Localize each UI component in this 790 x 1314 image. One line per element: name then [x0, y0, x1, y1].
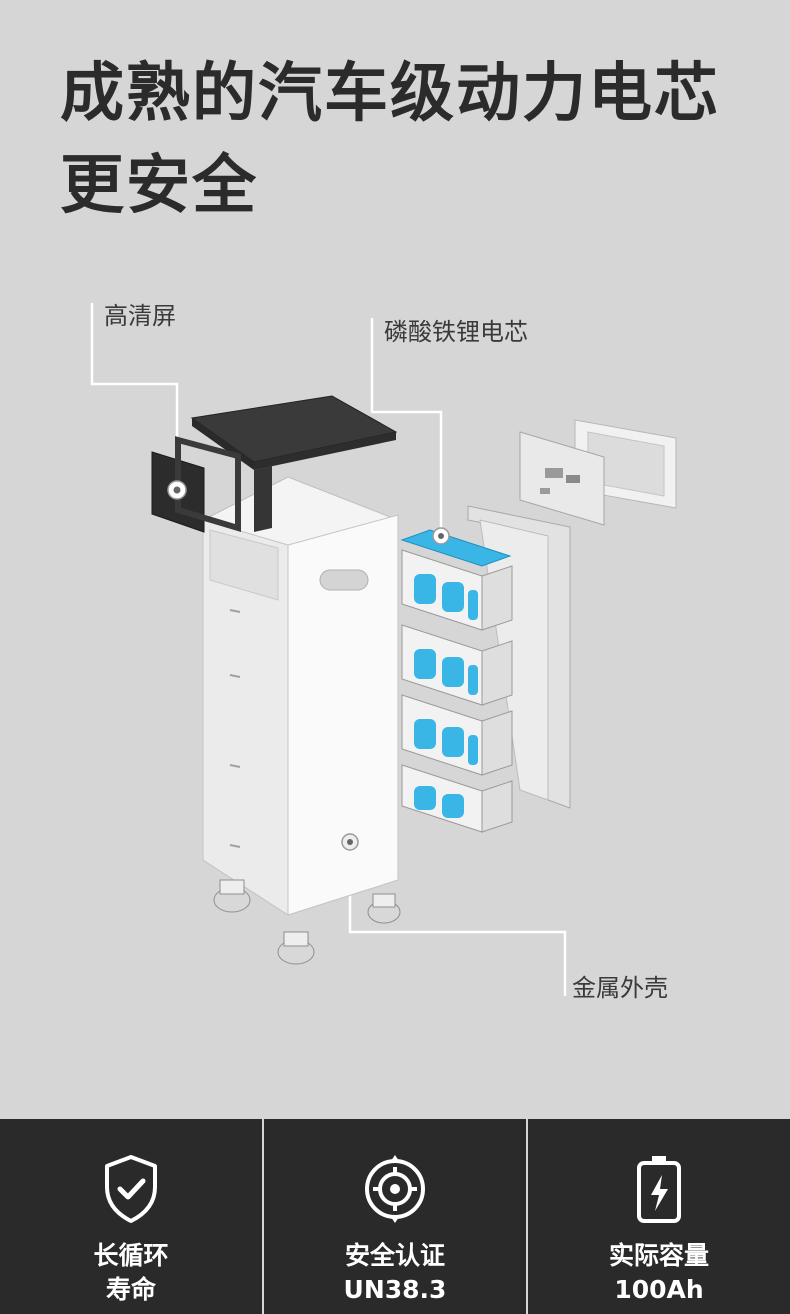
feature-cycle-life: 长循环 寿命 [0, 1119, 264, 1314]
feature-title: 安全认证 [344, 1241, 445, 1270]
feature-subtitle: UN38.3 [343, 1275, 447, 1304]
cell-module-3 [401, 694, 513, 776]
headline-line-2: 更安全 [60, 149, 258, 223]
feature-bar: 长循环 寿命 安全认证 UN38.3 实际容量 100Ah [0, 1119, 790, 1314]
shell-marker [341, 833, 359, 851]
battery-cell-stack [400, 529, 513, 833]
cell-module-4 [401, 764, 513, 833]
carry-handle [319, 569, 369, 591]
headline: 成熟的汽车级动力电芯 更安全 [60, 48, 760, 232]
cells-leader-line [370, 318, 443, 536]
feature-capacity: 实际容量 100Ah [528, 1119, 790, 1314]
cells-marker [432, 527, 450, 545]
cells-callout-label: 磷酸铁锂电芯 [384, 318, 528, 346]
shield-check-icon [105, 1155, 157, 1223]
cell-module-2 [401, 624, 513, 706]
shell-callout-label: 金属外壳 [572, 974, 668, 1002]
screen-callout-label: 高清屏 [104, 302, 176, 330]
feature-subtitle: 100Ah [614, 1275, 704, 1304]
exploded-product-illustration [90, 303, 677, 996]
headline-line-1: 成熟的汽车级动力电芯 [60, 57, 720, 131]
feature-title: 实际容量 [608, 1241, 709, 1270]
back-plate-part [519, 431, 605, 526]
cell-module-1 [401, 549, 513, 631]
main-enclosure [202, 476, 399, 916]
feature-certification: 安全认证 UN38.3 [264, 1119, 528, 1314]
feature-subtitle: 寿命 [105, 1275, 156, 1304]
screen-marker [167, 480, 187, 500]
certification-gear-icon [365, 1155, 425, 1223]
battery-bolt-icon [637, 1156, 681, 1223]
caster-wheels [213, 879, 401, 965]
feature-title: 长循环 [93, 1241, 169, 1270]
